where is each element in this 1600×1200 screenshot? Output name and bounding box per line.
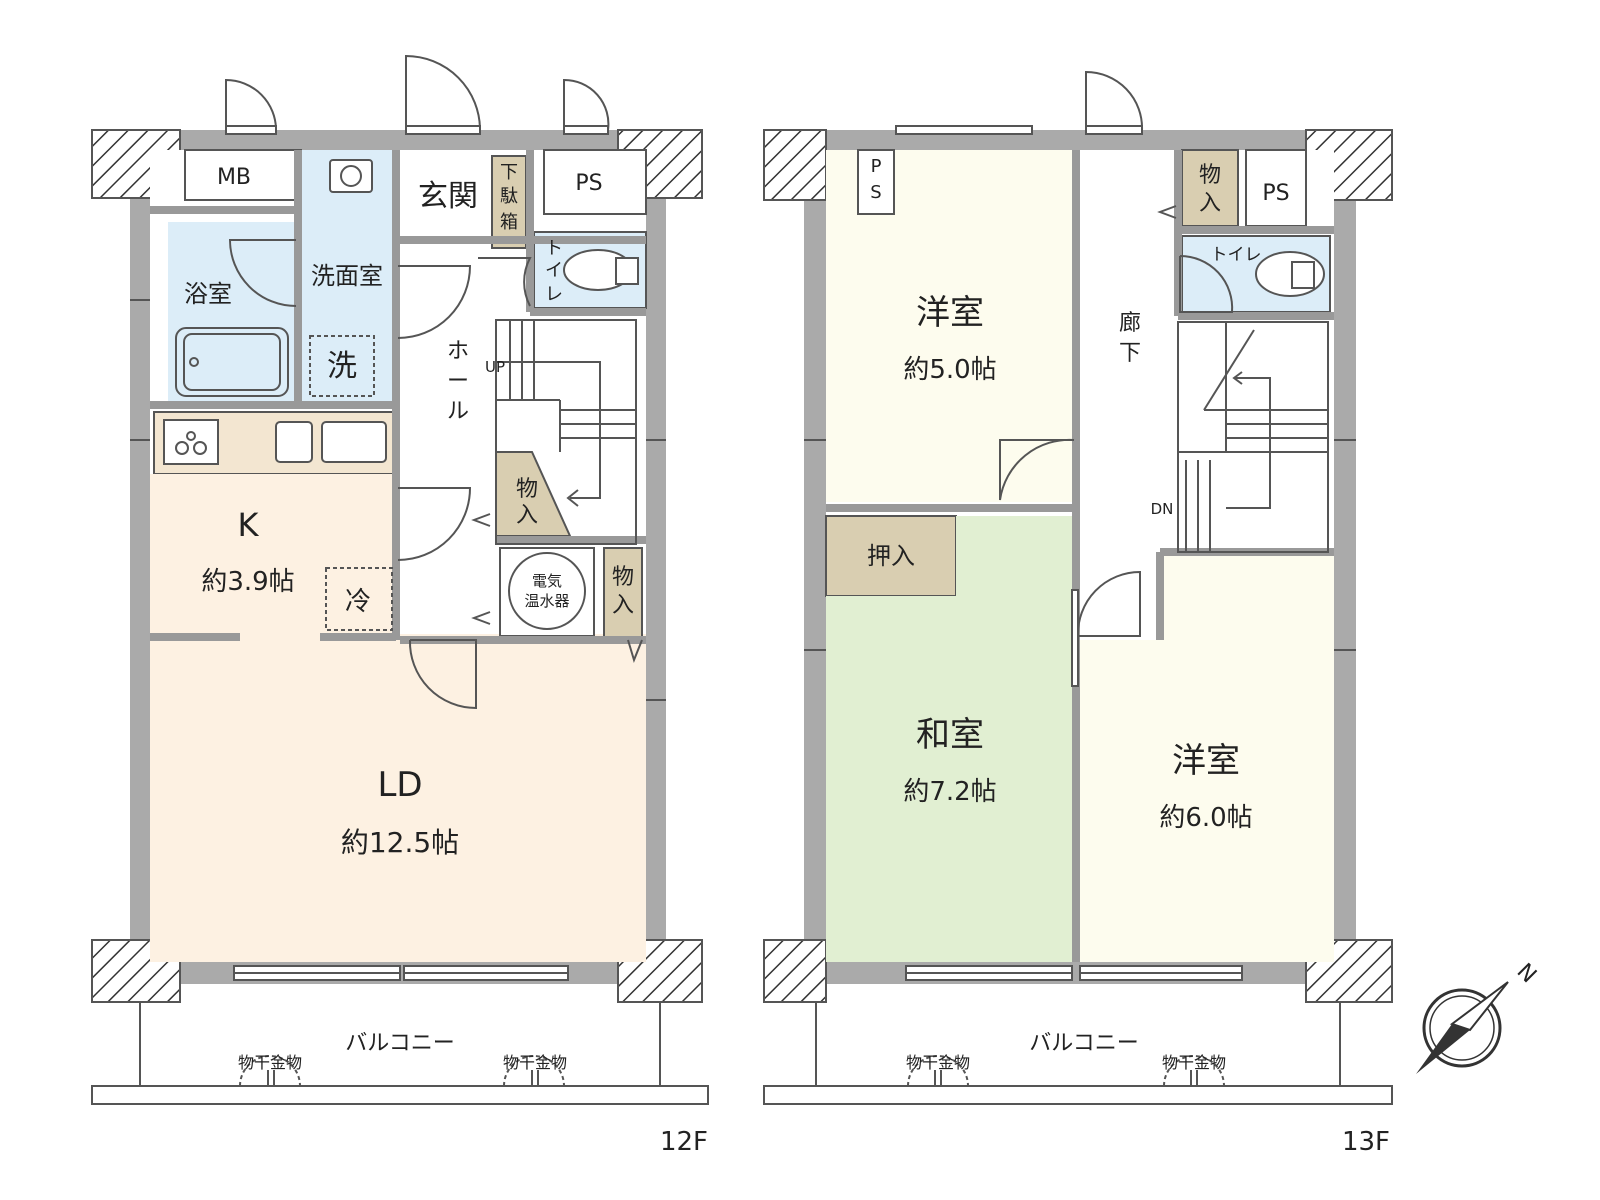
west-wall-12f — [130, 130, 150, 984]
shoe-box-label-1: 下 — [500, 162, 518, 183]
ps-shaft-12f — [543, 149, 647, 215]
pillar-se-13f — [1305, 939, 1393, 1003]
kitchen-sink-large — [321, 421, 387, 463]
storage-13f-label-1: 物 — [1199, 163, 1221, 188]
east-wall-13f — [1334, 130, 1356, 984]
genkan-label: 玄関 — [418, 179, 478, 214]
ld-name: LD — [377, 765, 422, 805]
stove — [163, 419, 219, 465]
fridge-label: 冷 — [345, 587, 371, 617]
north-wall-12f — [92, 130, 702, 150]
balcony-12f — [91, 1002, 709, 1105]
hanger-label-12f-b: 物干金物 — [503, 1053, 567, 1072]
water-heater-label-2: 温水器 — [524, 592, 569, 610]
hall-label-3: ル — [447, 399, 469, 424]
storage-b-12f — [603, 547, 643, 641]
hanger-label-13f-b: 物干金物 — [1162, 1053, 1226, 1072]
floor-label-12f: 12F — [660, 1127, 708, 1157]
corridor-label-1: 廊 — [1119, 311, 1141, 336]
balcony-13f — [763, 1002, 1393, 1105]
ps-shaft-13f-left — [857, 149, 895, 215]
washer-label: 洗 — [327, 349, 357, 384]
pillar-sw-13f — [763, 939, 827, 1003]
ps-shaft-13f-right — [1245, 149, 1307, 227]
floor-13-plan: P S PS 物 入 トイレ 廊 下 DN 洋室 約5.0帖 押入 和室 約7.… — [763, 70, 1393, 1157]
corridor-label-2: 下 — [1119, 341, 1141, 366]
compass-icon: N — [1416, 959, 1541, 1074]
toilet-label-12f-2: イ — [545, 260, 563, 281]
storage-13f-label-2: 入 — [1199, 191, 1221, 216]
toilet-label-12f-1: ト — [545, 238, 563, 259]
interior-walls-12f — [150, 150, 646, 644]
shoe-box-label-2: 駄 — [500, 186, 518, 207]
washer-space — [309, 335, 375, 397]
hall-label-1: ホ — [447, 339, 469, 364]
balcony-label-12f: バルコニー — [345, 1031, 455, 1056]
ld-area — [150, 634, 646, 962]
storage-a-label-1: 物 — [516, 477, 538, 502]
ps-right-label: PS — [1262, 181, 1289, 206]
stair-13f — [1177, 321, 1329, 553]
interior-walls-13f — [826, 150, 1334, 962]
mb-closet — [184, 149, 302, 201]
storage-b-label-2: 入 — [612, 593, 634, 618]
doors-13f — [999, 70, 1234, 687]
hall-area — [398, 240, 490, 632]
north-wall-13f — [764, 130, 1392, 150]
storage-b-label-1: 物 — [612, 565, 634, 590]
stair-12f — [495, 319, 637, 545]
windows-12f — [225, 125, 609, 981]
western-room-2 — [1080, 556, 1334, 962]
toilet-label-12f-3: レ — [545, 284, 563, 305]
ps-left-label-2: S — [870, 182, 881, 203]
dn-label: DN — [1151, 500, 1174, 518]
hall-label-2: ー — [447, 369, 469, 394]
oshiire-closet — [825, 515, 957, 597]
east-wall-12f — [646, 130, 666, 984]
kitchen-sink-small — [275, 421, 313, 463]
west-wall-13f — [804, 130, 826, 984]
south-wall-13f — [764, 962, 1392, 984]
ps-left-label-1: P — [871, 156, 882, 177]
hanger-label-13f-a: 物干金物 — [906, 1053, 970, 1072]
fridge-space — [325, 567, 393, 631]
storage-a-label-2: 入 — [516, 503, 538, 528]
japanese-area: 約7.2帖 — [903, 777, 996, 807]
western1-name: 洋室 — [916, 293, 984, 333]
kitchen-area — [150, 474, 398, 634]
washroom-label: 洗面室 — [311, 262, 383, 290]
wash-basin — [329, 159, 373, 193]
water-heater — [508, 552, 586, 630]
kitchen-name: K — [238, 506, 260, 544]
western2-area: 約6.0帖 — [1159, 803, 1252, 833]
up-label: UP — [485, 358, 505, 376]
western1-area: 約5.0帖 — [903, 355, 996, 385]
japanese-name: 和室 — [916, 715, 984, 755]
floor-label-13f: 13F — [1342, 1127, 1390, 1157]
bath-label: 浴室 — [184, 280, 232, 308]
ld-area-text: 約12.5帖 — [341, 826, 459, 859]
shoe-box-label-3: 箱 — [500, 212, 518, 233]
north-label: N — [1512, 959, 1541, 988]
hanger-label-12f-a: 物干金物 — [238, 1053, 302, 1072]
western2-name: 洋室 — [1172, 741, 1240, 781]
mb-label: MB — [217, 165, 251, 190]
balcony-label-13f: バルコニー — [1029, 1031, 1139, 1056]
oshiire-label: 押入 — [867, 542, 915, 570]
ps-label-12f: PS — [575, 171, 602, 196]
water-heater-label-1: 電気 — [532, 572, 562, 590]
pillar-nw-13f — [763, 129, 827, 201]
doors-12f — [225, 54, 643, 710]
toilet-label-13f: トイレ — [1211, 245, 1262, 265]
windows-13f — [895, 125, 1243, 981]
kitchen-area-text: 約3.9帖 — [201, 567, 294, 597]
bathtub — [175, 327, 289, 397]
floor-12-plan: MB PS 玄関 下 駄 箱 ト イ レ 浴室 洗面室 洗 ホ ー ル UP 物… — [91, 54, 709, 1157]
japanese-room — [826, 516, 1074, 962]
